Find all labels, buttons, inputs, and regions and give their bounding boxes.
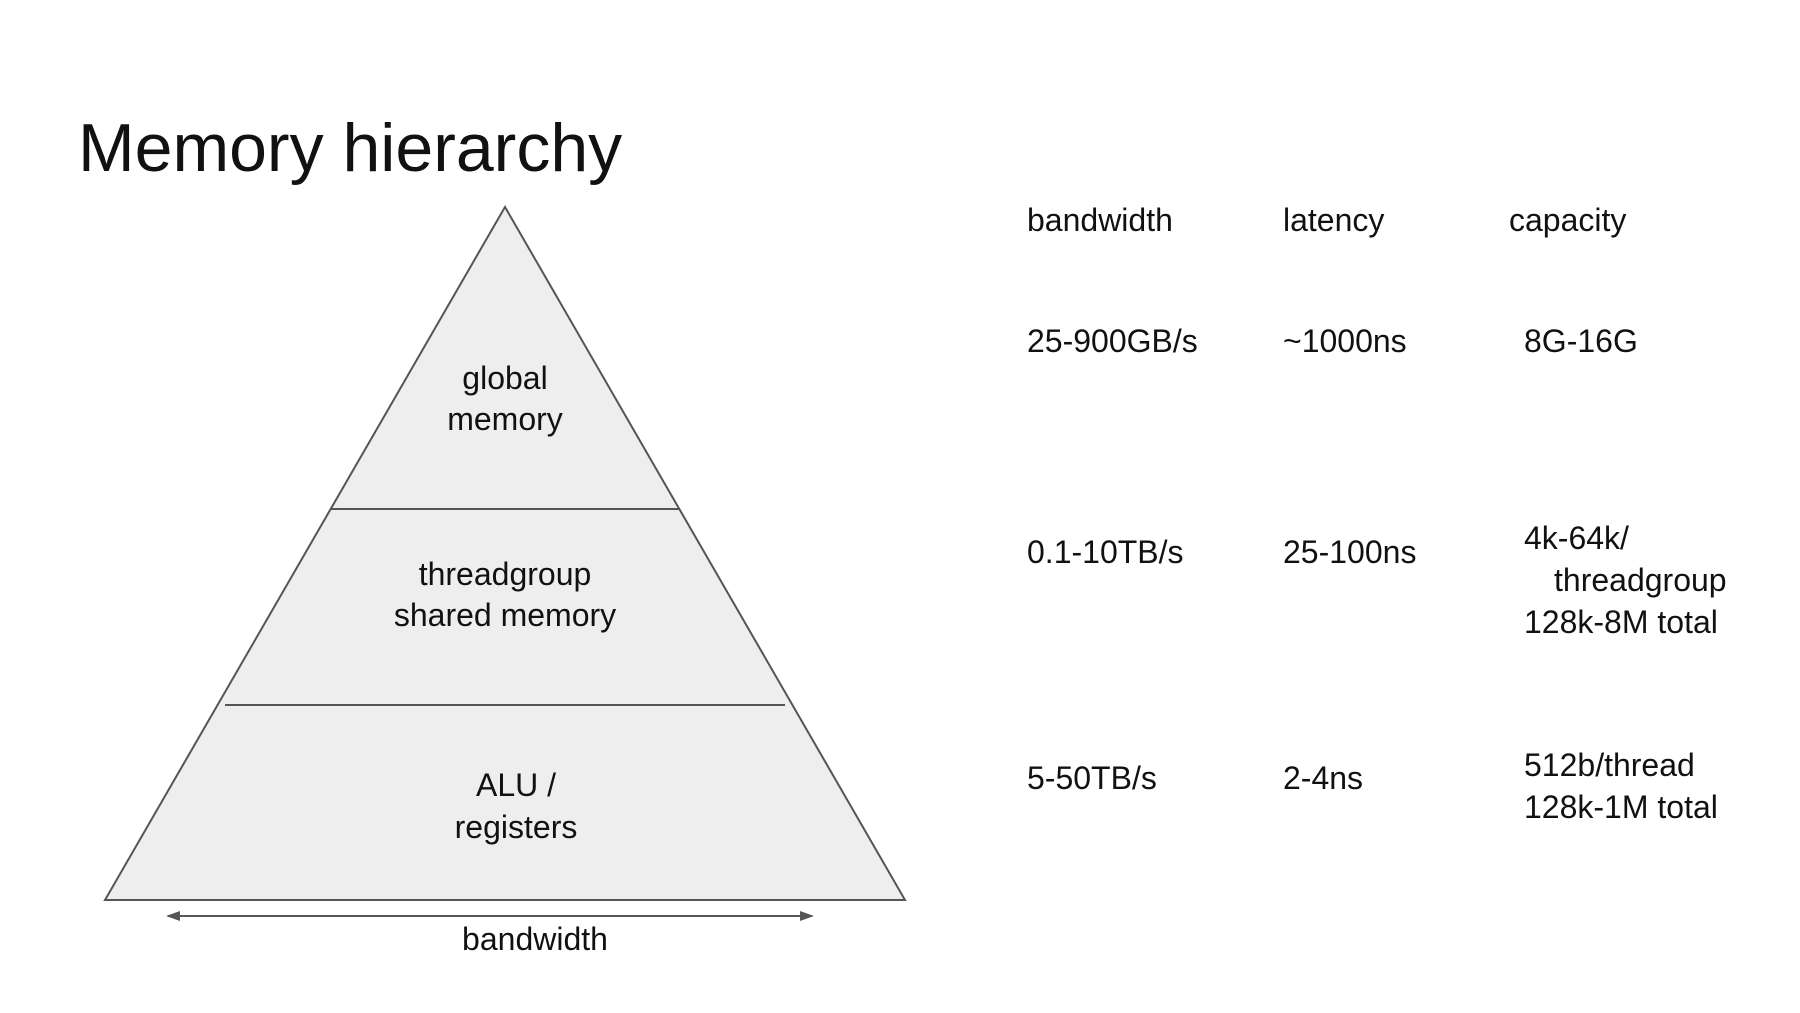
header-capacity: capacity	[1509, 202, 1627, 238]
page-title: Memory hierarchy	[78, 110, 623, 186]
row-shared-capacity-line1: 4k-64k/	[1524, 520, 1629, 556]
level-shared-memory-line2: shared memory	[394, 597, 616, 633]
row-registers-latency: 2-4ns	[1283, 760, 1364, 796]
row-registers-capacity-line1: 512b/thread	[1524, 747, 1695, 783]
level-shared-memory-line1: threadgroup	[419, 556, 592, 592]
level-registers-line2: registers	[455, 809, 578, 845]
row-global-bandwidth: 25-900GB/s	[1027, 323, 1198, 359]
row-shared-capacity: 4k-64k/ threadgroup 128k-8M total	[1524, 517, 1727, 643]
row-global-latency: ~1000ns	[1283, 323, 1407, 359]
row-shared-capacity-line2: threadgroup	[1554, 562, 1727, 598]
row-registers-bandwidth: 5-50TB/s	[1027, 760, 1157, 796]
row-registers-capacity-line2: 128k-1M total	[1524, 789, 1718, 825]
row-shared-latency: 25-100ns	[1283, 534, 1417, 570]
level-global-memory-line2: memory	[447, 401, 563, 437]
row-global-capacity: 8G-16G	[1524, 323, 1638, 359]
level-registers-line1: ALU /	[476, 767, 556, 803]
header-bandwidth: bandwidth	[1027, 202, 1173, 238]
header-latency: latency	[1283, 202, 1385, 238]
bandwidth-axis-label: bandwidth	[462, 921, 608, 957]
row-shared-bandwidth: 0.1-10TB/s	[1027, 534, 1184, 570]
row-registers-capacity: 512b/thread 128k-1M total	[1524, 744, 1718, 828]
pyramid-shape	[103, 204, 907, 901]
level-global-memory-line1: global	[462, 360, 547, 396]
row-shared-capacity-line3: 128k-8M total	[1524, 604, 1718, 640]
